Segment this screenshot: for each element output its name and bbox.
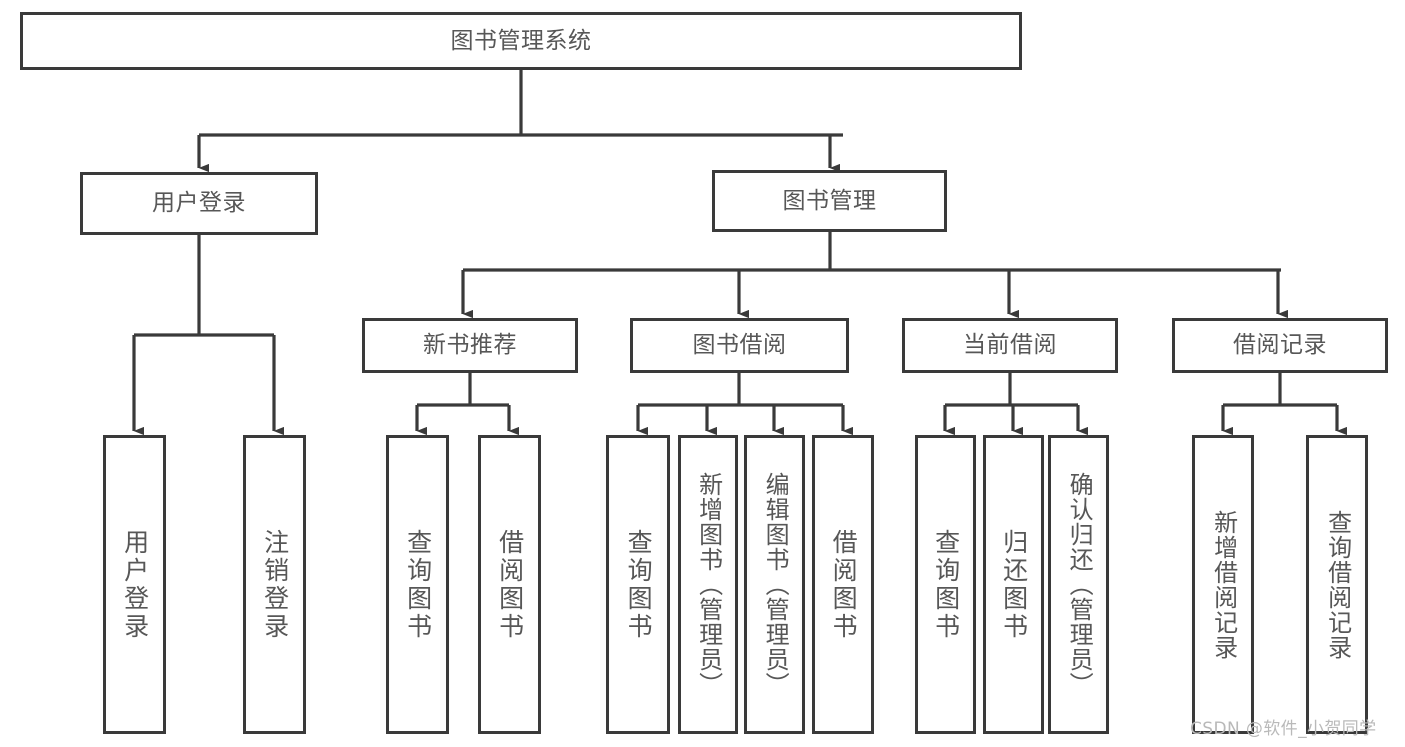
csdn-watermark: CSDN @软件_小贺同学 [1190,719,1377,739]
node-leaf-query-book-borrow[interactable]: 查询图书 [606,435,670,734]
node-leaf-query-book-current[interactable]: 查询图书 [915,435,976,734]
node-label: 查询图书 [931,528,961,641]
node-label: 查询借阅记录 [1323,509,1352,660]
node-new-book-recommend[interactable]: 新书推荐 [362,318,578,373]
node-label: 确认归还（管理员） [1065,472,1094,697]
node-label: 借阅图书 [495,528,525,641]
node-leaf-add-borrow-record[interactable]: 新增借阅记录 [1192,435,1254,734]
node-label: 图书借阅 [692,332,787,359]
node-user-login[interactable]: 用户登录 [80,172,318,235]
node-root-book-management-system[interactable]: 图书管理系统 [20,12,1022,70]
node-label: 新增借阅记录 [1209,509,1238,660]
node-label: 查询图书 [403,528,433,641]
node-leaf-borrow-book[interactable]: 借阅图书 [812,435,874,734]
node-label: 新书推荐 [423,332,517,359]
node-label: 注销登录 [260,528,290,641]
node-book-borrow[interactable]: 图书借阅 [630,318,849,373]
node-label: 当前借阅 [963,332,1057,359]
node-leaf-borrow-book-recommend[interactable]: 借阅图书 [478,435,541,734]
node-leaf-logout[interactable]: 注销登录 [243,435,306,734]
node-leaf-query-borrow-record[interactable]: 查询借阅记录 [1306,435,1368,734]
node-label: 借阅图书 [829,528,859,641]
node-label: 图书管理系统 [450,27,592,54]
node-label: 用户登录 [120,528,150,641]
node-leaf-edit-book[interactable]: 编辑图书（管理员） [744,435,805,734]
node-label: 用户登录 [152,190,246,217]
node-leaf-add-book[interactable]: 新增图书（管理员） [678,435,738,734]
node-label: 图书管理 [782,187,877,214]
node-book-manage[interactable]: 图书管理 [712,170,947,232]
node-label: 新增图书（管理员） [694,472,723,697]
node-leaf-confirm-return[interactable]: 确认归还（管理员） [1048,435,1109,734]
node-label: 编辑图书（管理员） [761,472,790,697]
node-label: 借阅记录 [1233,332,1327,359]
node-current-borrow[interactable]: 当前借阅 [902,318,1118,373]
node-leaf-query-book-recommend[interactable]: 查询图书 [386,435,449,734]
node-leaf-user-login[interactable]: 用户登录 [103,435,166,734]
node-leaf-return-book[interactable]: 归还图书 [983,435,1044,734]
node-borrow-record[interactable]: 借阅记录 [1172,318,1388,373]
node-label: 查询图书 [624,528,654,641]
node-label: 归还图书 [999,528,1029,641]
